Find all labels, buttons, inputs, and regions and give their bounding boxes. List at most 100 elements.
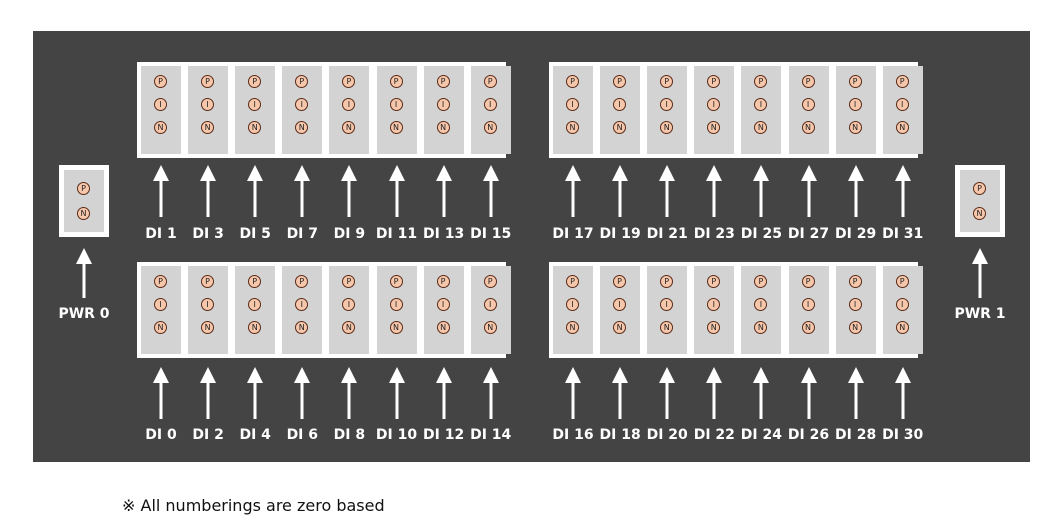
channel-label: DI 27 <box>787 226 830 242</box>
input-arrow <box>388 165 405 217</box>
terminal-p: P <box>248 75 262 88</box>
terminal-i: I <box>707 98 721 111</box>
terminal-p: P <box>201 75 215 88</box>
terminal-i: I <box>895 298 909 311</box>
input-arrow <box>294 367 311 419</box>
terminal-n: N <box>707 121 721 134</box>
arrow-shaft <box>712 382 716 419</box>
terminal-n: N <box>295 321 309 334</box>
arrow-shaft <box>854 382 858 419</box>
arrow-head <box>847 367 864 383</box>
terminal-i: I <box>342 298 356 311</box>
terminal-i: I <box>248 98 262 111</box>
pwr0-label: PWR 0 <box>58 306 110 322</box>
terminal-p: P <box>389 75 403 88</box>
arrow-head <box>565 367 581 383</box>
channel-label: DI 2 <box>192 427 224 443</box>
channel-label: DI 30 <box>882 427 924 443</box>
arrow-shaft <box>442 382 446 419</box>
input-arrow <box>294 165 311 217</box>
arrow-head <box>294 367 311 383</box>
terminal-p: P <box>436 275 450 288</box>
terminal-p: P <box>154 75 167 88</box>
arrow-shaft <box>300 382 304 419</box>
terminal-n: N <box>801 321 815 334</box>
terminal-p: P <box>848 275 862 288</box>
input-arrow <box>894 367 911 419</box>
arrow-head <box>800 367 817 383</box>
terminal-i: I <box>295 98 309 111</box>
channel-label: DI 15 <box>470 226 512 242</box>
arrow-shaft <box>854 180 858 217</box>
terminal-p: P <box>707 275 721 288</box>
input-arrow <box>612 367 629 419</box>
arrow-head <box>247 165 264 181</box>
terminal-n: N <box>707 321 721 334</box>
arrow-shaft <box>253 180 257 217</box>
pwr1-arrow <box>972 248 988 298</box>
arrow-shaft <box>395 382 398 419</box>
terminal-n: N <box>77 207 90 220</box>
terminal-n: N <box>613 321 627 334</box>
arrow-shaft <box>807 180 810 217</box>
input-arrow <box>388 367 405 419</box>
terminal-p: P <box>295 275 309 288</box>
terminal-p: P <box>801 75 815 88</box>
terminal-p: P <box>342 275 356 288</box>
terminal-p: P <box>436 75 450 88</box>
terminal-n: N <box>895 121 909 134</box>
arrow-head <box>153 367 169 383</box>
input-arrow <box>800 367 817 419</box>
arrow-head <box>341 367 358 383</box>
terminal-p: P <box>754 75 768 88</box>
terminal-i: I <box>201 98 215 111</box>
input-arrow <box>659 367 676 419</box>
terminal-p: P <box>201 275 215 288</box>
arrow-head <box>972 248 988 264</box>
terminal-p: P <box>754 275 768 288</box>
terminal-p: P <box>660 75 674 88</box>
terminal-n: N <box>295 121 309 134</box>
terminal-i: I <box>801 298 815 311</box>
arrow-shaft <box>489 180 493 217</box>
terminal-n: N <box>248 321 262 334</box>
arrow-head <box>753 165 770 181</box>
arrow-shaft <box>347 382 351 419</box>
terminal-p: P <box>77 182 90 195</box>
channel-label: DI 4 <box>239 427 271 443</box>
terminal-n: N <box>566 121 579 134</box>
terminal-n: N <box>436 321 450 334</box>
terminal-n: N <box>848 121 862 134</box>
terminal-p: P <box>895 75 909 88</box>
terminal-n: N <box>436 121 450 134</box>
input-arrow <box>341 165 358 217</box>
terminal-i: I <box>848 98 862 111</box>
terminal-i: I <box>483 98 497 111</box>
terminal-n: N <box>154 321 167 334</box>
channel-label: DI 29 <box>835 226 877 242</box>
input-arrow <box>800 165 817 217</box>
channel-label: DI 0 <box>145 427 177 443</box>
channel-label: DI 5 <box>239 226 271 242</box>
terminal-n: N <box>483 121 497 134</box>
channel-label: DI 26 <box>787 427 830 443</box>
terminal-n: N <box>483 321 497 334</box>
arrow-shaft <box>901 180 905 217</box>
arrow-shaft <box>395 180 398 217</box>
arrow-shaft <box>253 382 257 419</box>
arrow-shaft <box>618 180 622 217</box>
